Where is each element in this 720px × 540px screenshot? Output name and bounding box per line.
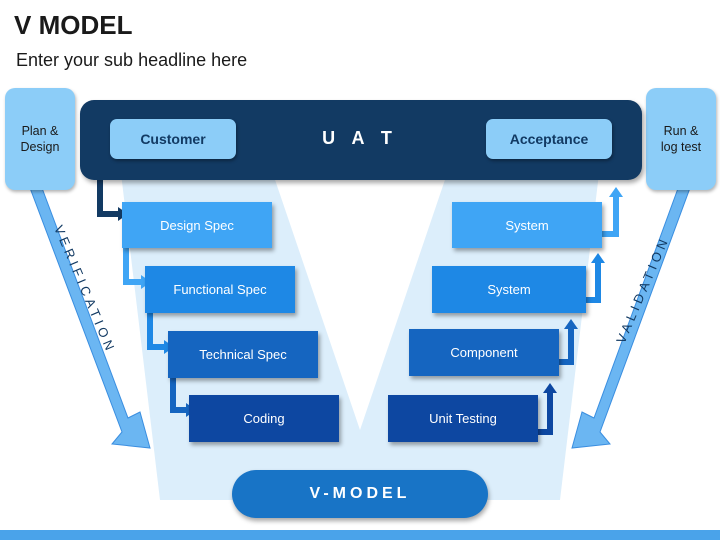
verification-arrow: [6, 171, 151, 449]
page-title: V MODEL: [14, 10, 133, 40]
run-log-test-box: Run & log test: [646, 88, 716, 190]
connector-left-1: [123, 248, 143, 285]
validation-arrow: [571, 171, 714, 449]
customer-button: Customer: [110, 119, 236, 159]
plan-design-box: Plan & Design: [5, 88, 75, 190]
uat-label: U A T: [322, 128, 398, 148]
v-model-pill: V-MODEL: [232, 470, 488, 518]
connector-left-2: [147, 313, 166, 350]
step-system: System: [432, 266, 586, 313]
bottom-strip: [0, 530, 720, 540]
step-design-spec: Design Spec: [122, 202, 272, 248]
step-technical-spec: Technical Spec: [168, 331, 318, 378]
connector-right-3: [602, 196, 619, 237]
step-functional-spec: Functional Spec: [145, 266, 295, 313]
connector-right-3-head: [609, 187, 623, 197]
connector-right-1-head: [564, 319, 578, 329]
connector-left-3: [170, 378, 188, 413]
run-log-test-label: Run & log test: [660, 124, 702, 154]
step-component: Component: [409, 329, 559, 376]
connector-right-2: [586, 262, 601, 303]
connector-left-0: [97, 180, 120, 217]
connector-right-2-head: [591, 253, 605, 263]
step-system-top: System: [452, 202, 602, 248]
connector-right-0: [538, 392, 553, 435]
acceptance-button: Acceptance: [486, 119, 612, 159]
connector-right-0-head: [543, 383, 557, 393]
connector-right-1: [558, 328, 574, 365]
step-coding: Coding: [189, 395, 339, 442]
plan-design-label: Plan & Design: [20, 124, 60, 154]
step-unit-testing: Unit Testing: [388, 395, 538, 442]
page-subtitle: Enter your sub headline here: [16, 50, 248, 70]
